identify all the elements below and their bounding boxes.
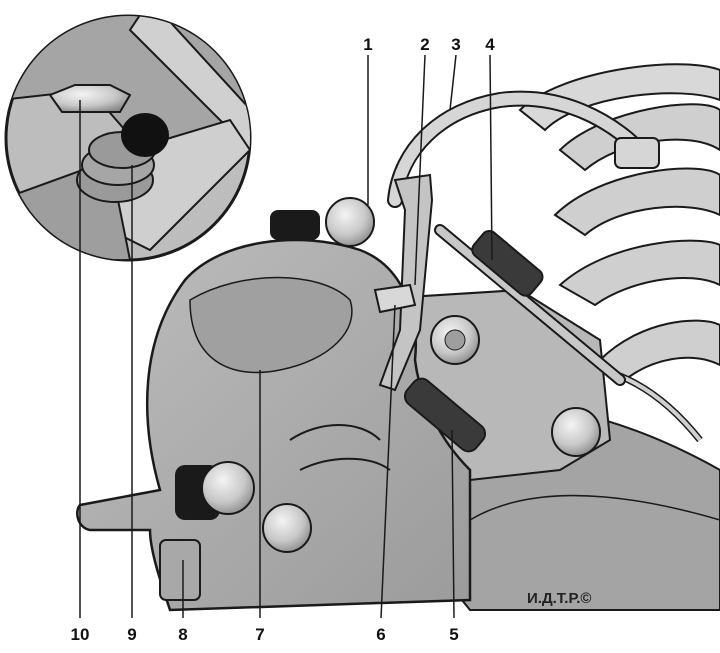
bolt-bleeder (430, 315, 480, 365)
callout-6: 6 (376, 625, 385, 644)
caliper-body (76, 238, 472, 612)
adjuster-rod (434, 224, 626, 386)
leader-lines (79, 54, 493, 619)
handbrake-lever (373, 173, 434, 392)
copyright-credit: И.Д.Т.Р.© (527, 590, 591, 607)
bolt-top-left (270, 197, 375, 247)
callout-3: 3 (451, 35, 460, 54)
caliper-bolts (175, 197, 601, 553)
bolt-guide-lower (175, 461, 255, 520)
callout-2: 2 (420, 35, 429, 54)
lower-rod-boot (403, 377, 487, 453)
callout-labels: 1 2 3 4 5 6 7 8 9 10 (71, 35, 496, 644)
inset-cap (121, 113, 169, 157)
callout-4: 4 (485, 35, 495, 54)
callout-9: 9 (127, 625, 136, 644)
brake-hose (387, 90, 660, 208)
bolt-right (551, 407, 601, 457)
coil-spring (518, 63, 720, 382)
callout-5: 5 (449, 625, 458, 644)
callout-7: 7 (255, 625, 264, 644)
callout-8: 8 (178, 625, 187, 644)
callout-10: 10 (71, 625, 90, 644)
bolt-lower-center (262, 503, 312, 553)
detail-inset (4, 14, 252, 262)
inset-nut (48, 84, 132, 113)
guide-pin (159, 539, 201, 601)
callout-1: 1 (363, 35, 372, 54)
